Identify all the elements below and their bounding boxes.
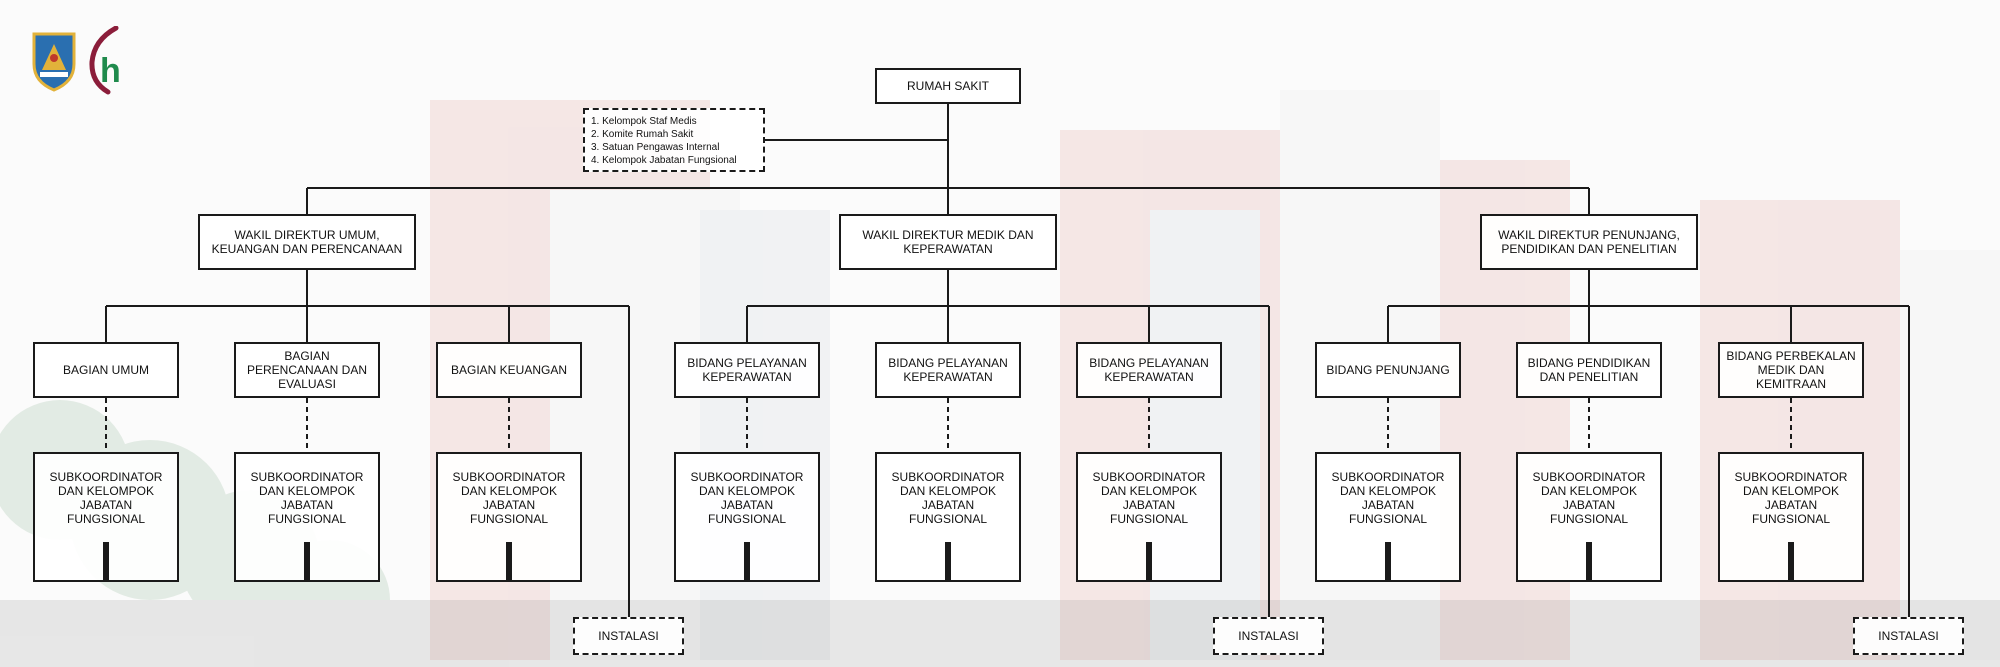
unit-box: BIDANG PENDIDIKAN DAN PENELITIAN — [1516, 342, 1662, 398]
subcoordinator-box: SUBKOORDINATOR DAN KELOMPOK JABATAN FUNG… — [1516, 452, 1662, 582]
director-box: WAKIL DIREKTUR UMUM, KEUANGAN DAN PERENC… — [198, 214, 416, 270]
subcoordinator-cells — [1385, 542, 1391, 580]
province-crest-icon — [32, 32, 76, 92]
director-label: WAKIL DIREKTUR UMUM, KEUANGAN DAN PERENC… — [211, 228, 403, 256]
subcoordinator-box: SUBKOORDINATOR DAN KELOMPOK JABATAN FUNG… — [674, 452, 820, 582]
unit-label: BIDANG PELAYANAN KEPERAWATAN — [1089, 356, 1209, 384]
subcoordinator-box: SUBKOORDINATOR DAN KELOMPOK JABATAN FUNG… — [234, 452, 380, 582]
installation-label: INSTALASI — [1878, 629, 1939, 643]
unit-label: BIDANG PERBEKALAN MEDIK DAN KEMITRAAN — [1726, 349, 1856, 391]
unit-box: BIDANG PELAYANAN KEPERAWATAN — [674, 342, 820, 398]
installation-label: INSTALASI — [1238, 629, 1299, 643]
subcoordinator-cells — [1586, 542, 1592, 580]
subcoordinator-label: SUBKOORDINATOR DAN KELOMPOK JABATAN FUNG… — [891, 470, 1005, 526]
installation-box: INSTALASI — [1213, 617, 1324, 655]
unit-box: BIDANG PERBEKALAN MEDIK DAN KEMITRAAN — [1718, 342, 1864, 398]
subcoordinator-box: SUBKOORDINATOR DAN KELOMPOK JABATAN FUNG… — [436, 452, 582, 582]
subcoordinator-label: SUBKOORDINATOR DAN KELOMPOK JABATAN FUNG… — [1331, 470, 1445, 526]
unit-box: BAGIAN PERENCANAAN DAN EVALUASI — [234, 342, 380, 398]
subcoordinator-cells — [744, 542, 750, 580]
committee-item: 4. Kelompok Jabatan Fungsional — [591, 155, 737, 166]
subcoordinator-box: SUBKOORDINATOR DAN KELOMPOK JABATAN FUNG… — [875, 452, 1021, 582]
subcoordinator-box: SUBKOORDINATOR DAN KELOMPOK JABATAN FUNG… — [33, 452, 179, 582]
hospital-h-logo-icon: h — [89, 26, 121, 95]
unit-box: BAGIAN KEUANGAN — [436, 342, 582, 398]
unit-label: BAGIAN KEUANGAN — [450, 363, 568, 377]
unit-label: BIDANG PELAYANAN KEPERAWATAN — [687, 356, 807, 384]
subcoordinator-box: SUBKOORDINATOR DAN KELOMPOK JABATAN FUNG… — [1718, 452, 1864, 582]
subcoordinator-cells — [304, 542, 310, 580]
subcoordinator-cells — [1788, 542, 1794, 580]
installation-box: INSTALASI — [573, 617, 684, 655]
subcoordinator-box: SUBKOORDINATOR DAN KELOMPOK JABATAN FUNG… — [1076, 452, 1222, 582]
subcoordinator-label: SUBKOORDINATOR DAN KELOMPOK JABATAN FUNG… — [1092, 470, 1206, 526]
unit-label: BIDANG PENDIDIKAN DAN PENELITIAN — [1527, 356, 1651, 384]
subcoordinator-label: SUBKOORDINATOR DAN KELOMPOK JABATAN FUNG… — [1532, 470, 1646, 526]
subcoordinator-cells — [103, 542, 109, 580]
svg-text:h: h — [100, 52, 121, 90]
committee-item: 3. Satuan Pengawas Internal — [591, 142, 720, 153]
director-box: WAKIL DIREKTUR PENUNJANG, PENDIDIKAN DAN… — [1480, 214, 1698, 270]
subcoordinator-cells — [1146, 542, 1152, 580]
unit-box: BIDANG PENUNJANG — [1315, 342, 1461, 398]
subcoordinator-label: SUBKOORDINATOR DAN KELOMPOK JABATAN FUNG… — [690, 470, 804, 526]
director-box: WAKIL DIREKTUR MEDIK DAN KEPERAWATAN — [839, 214, 1057, 270]
director-label: WAKIL DIREKTUR MEDIK DAN KEPERAWATAN — [862, 228, 1034, 256]
installation-label: INSTALASI — [598, 629, 659, 643]
committee-list-box: 1. Kelompok Staf Medis 2. Komite Rumah S… — [583, 108, 765, 172]
unit-box: BIDANG PELAYANAN KEPERAWATAN — [875, 342, 1021, 398]
subcoordinator-label: SUBKOORDINATOR DAN KELOMPOK JABATAN FUNG… — [250, 470, 364, 526]
subcoordinator-box: SUBKOORDINATOR DAN KELOMPOK JABATAN FUNG… — [1315, 452, 1461, 582]
subcoordinator-label: SUBKOORDINATOR DAN KELOMPOK JABATAN FUNG… — [452, 470, 566, 526]
root-box: RUMAH SAKIT — [875, 68, 1021, 104]
root-label: RUMAH SAKIT — [906, 79, 989, 93]
unit-label: BAGIAN UMUM — [62, 363, 149, 377]
unit-label: BIDANG PELAYANAN KEPERAWATAN — [888, 356, 1008, 384]
unit-label: BIDANG PENUNJANG — [1326, 363, 1450, 377]
unit-box: BAGIAN UMUM — [33, 342, 179, 398]
installation-box: INSTALASI — [1853, 617, 1964, 655]
director-label: WAKIL DIREKTUR PENUNJANG, PENDIDIKAN DAN… — [1498, 228, 1680, 256]
unit-box: BIDANG PELAYANAN KEPERAWATAN — [1076, 342, 1222, 398]
committee-item: 2. Komite Rumah Sakit — [591, 129, 694, 140]
committee-item: 1. Kelompok Staf Medis — [591, 116, 697, 127]
unit-label: BAGIAN PERENCANAAN DAN EVALUASI — [246, 349, 368, 391]
subcoordinator-cells — [506, 542, 512, 580]
subcoordinator-label: SUBKOORDINATOR DAN KELOMPOK JABATAN FUNG… — [49, 470, 163, 526]
subcoordinator-label: SUBKOORDINATOR DAN KELOMPOK JABATAN FUNG… — [1734, 470, 1848, 526]
subcoordinator-cells — [945, 542, 951, 580]
